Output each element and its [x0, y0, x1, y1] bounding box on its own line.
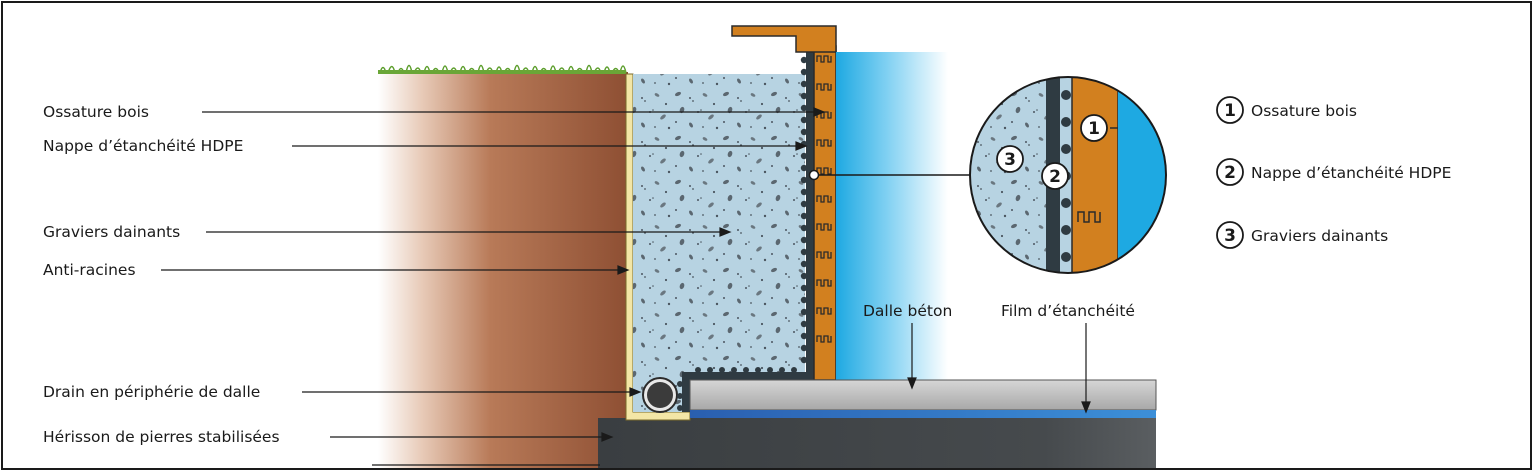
- label-ossature-bois: Ossature bois: [43, 103, 149, 121]
- svg-text:Nappe d’étanchéité HDPE: Nappe d’étanchéité HDPE: [1251, 164, 1451, 182]
- label-drain: Drain en périphérie de dalle: [43, 383, 260, 401]
- svg-text:1: 1: [1224, 101, 1236, 121]
- concrete-slab: [689, 379, 1157, 411]
- pool-water: [836, 52, 948, 380]
- grass: [379, 64, 627, 74]
- detail-circle-border: [969, 76, 1167, 274]
- label-graviers: Graviers dainants: [43, 223, 180, 241]
- label-nappe-hdpe: Nappe d’étanchéité HDPE: [43, 137, 243, 155]
- membrane-studs: [677, 56, 808, 411]
- detail-marker-3: 3: [996, 145, 1024, 173]
- svg-text:1: 1: [1088, 119, 1100, 139]
- svg-text:Graviers dainants: Graviers dainants: [1251, 227, 1388, 245]
- legend-item-3: 3 Graviers dainants: [1216, 221, 1388, 249]
- wood-frame: [813, 45, 837, 381]
- grass-base: [378, 70, 626, 74]
- hdpe-membrane: [682, 52, 814, 412]
- legend-item-1: 1 Ossature bois: [1216, 96, 1357, 124]
- drain-pipe-inner: [647, 382, 673, 408]
- svg-text:2: 2: [1049, 167, 1061, 187]
- svg-text:3: 3: [1224, 226, 1236, 246]
- detail-pointer: [808, 169, 820, 181]
- svg-text:Ossature bois: Ossature bois: [1251, 102, 1357, 120]
- svg-text:2: 2: [1224, 163, 1236, 183]
- legend-item-2: 2 Nappe d’étanchéité HDPE: [1216, 158, 1451, 186]
- detail-marker-2: 2: [1041, 162, 1069, 190]
- waterproof-film: [690, 410, 1156, 418]
- label-anti-racines: Anti-racines: [43, 261, 136, 279]
- label-herisson: Hérisson de pierres stabilisées: [43, 428, 280, 446]
- detail-marker-1: 1: [1080, 114, 1108, 142]
- wood-coping: [731, 25, 837, 53]
- svg-text:3: 3: [1004, 150, 1016, 170]
- label-film-etancheite: Film d’étanchéité: [1001, 302, 1135, 320]
- herisson-layer: [598, 418, 1156, 468]
- gravel-stones: [633, 74, 805, 412]
- label-dalle-beton: Dalle béton: [863, 302, 952, 320]
- leader-lines: [161, 107, 1091, 466]
